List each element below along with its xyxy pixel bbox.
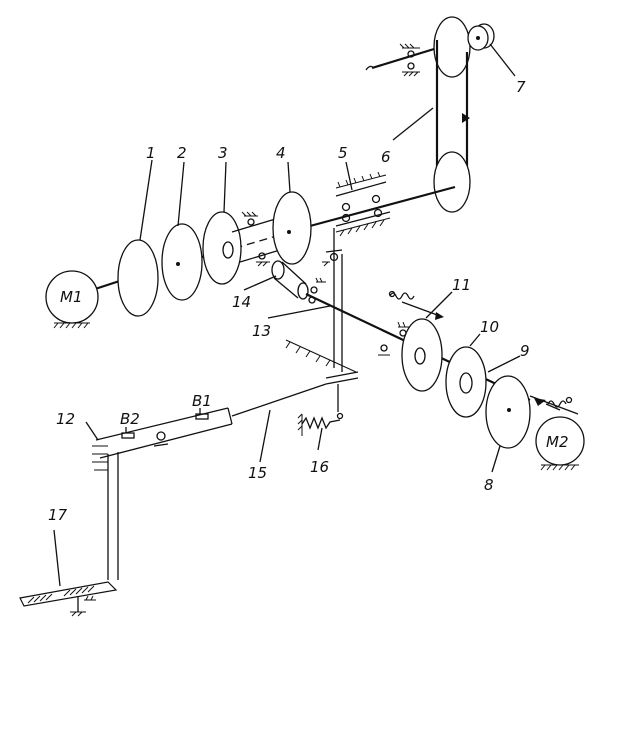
label-6: 6 — [381, 148, 391, 166]
pulley-7 — [467, 23, 495, 51]
label-9: 9 — [520, 342, 530, 360]
label-13: 13 — [252, 322, 271, 340]
motor-m2: M2 — [535, 416, 585, 471]
disk-8: 8 — [484, 375, 579, 494]
disk-11: 11 — [378, 276, 471, 392]
label-4: 4 — [276, 144, 286, 162]
label-1: 1 — [146, 144, 156, 162]
disk-4: 4 — [272, 144, 312, 265]
disk-1: 1 — [117, 144, 159, 317]
frame-support — [285, 339, 359, 412]
upper-pulley-assembly: 7 — [365, 16, 526, 96]
label-14: 14 — [232, 293, 251, 311]
label-17: 17 — [48, 506, 68, 524]
spring-16: 16 — [297, 412, 344, 476]
label-12: 12 — [56, 410, 75, 428]
label-10: 10 — [480, 318, 499, 336]
label-b1: B1 — [192, 392, 212, 410]
item-9: 9 — [487, 342, 530, 373]
motor-m1: M1 — [45, 270, 99, 329]
bracket-12: 12 — [56, 410, 119, 580]
label-15: 15 — [248, 464, 267, 482]
label-b2: B2 — [120, 410, 140, 428]
label-11: 11 — [452, 276, 471, 294]
label-m1: M1 — [60, 288, 83, 306]
label-5: 5 — [338, 144, 348, 162]
label-16: 16 — [310, 458, 329, 476]
clutch-5: 5 — [335, 144, 391, 237]
lever-15: B1 B2 15 — [95, 383, 327, 482]
label-7: 7 — [516, 78, 526, 96]
label-3: 3 — [218, 144, 228, 162]
upper-bearing — [399, 43, 420, 77]
disk-3: 3 — [202, 144, 242, 285]
disk-10: 10 — [445, 318, 499, 418]
label-2: 2 — [177, 144, 187, 162]
belt-6: 6 — [381, 40, 471, 213]
label-m2: M2 — [546, 433, 569, 451]
pedal-17: 17 — [19, 506, 118, 617]
part-14: 14 — [232, 260, 309, 311]
label-8: 8 — [484, 476, 494, 494]
disk-2: 2 — [161, 144, 203, 301]
vertical-link — [322, 228, 343, 372]
